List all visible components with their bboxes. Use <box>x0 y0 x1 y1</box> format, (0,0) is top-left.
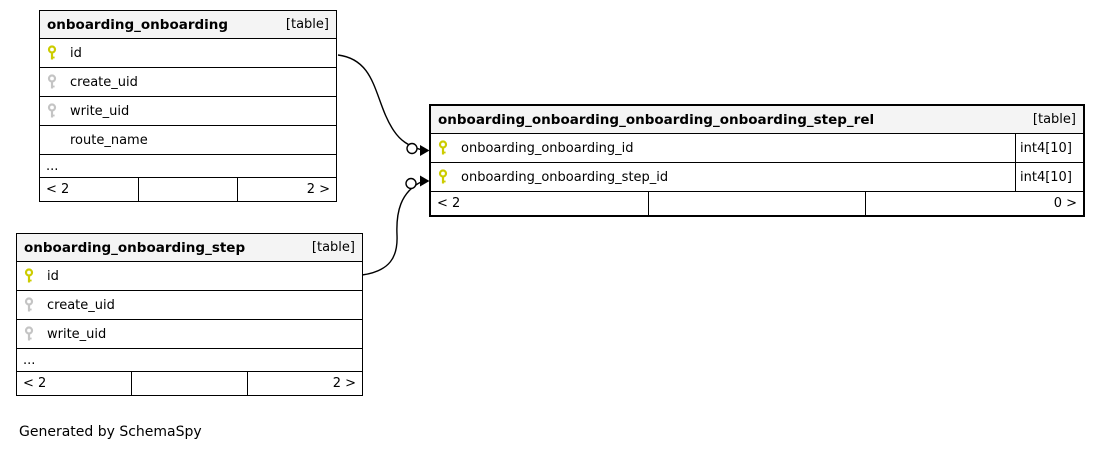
table-type-badge: [table] <box>285 17 329 32</box>
table-name[interactable]: onboarding_onboarding <box>47 16 229 33</box>
column-name: route_name <box>70 132 148 148</box>
related-count-left: < 2 <box>23 376 47 391</box>
column-row: create_uid <box>17 291 362 320</box>
footer-middle-cell <box>138 178 237 201</box>
table-node-onboarding-onboarding: onboarding_onboarding [table] id <box>39 10 337 202</box>
column-row: create_uid <box>40 68 336 97</box>
table-header[interactable]: onboarding_onboarding [table] <box>40 11 336 39</box>
column-name: onboarding_onboarding_step_id <box>461 169 669 185</box>
table-footer: < 2 2 > <box>40 178 336 201</box>
table-header[interactable]: onboarding_onboarding_onboarding_onboard… <box>431 106 1083 134</box>
column-row: id <box>40 39 336 68</box>
hidden-columns-ellipsis: ... <box>40 155 336 178</box>
primary-key-icon <box>24 268 35 284</box>
column-name: write_uid <box>70 103 130 119</box>
column-row: write_uid <box>17 320 362 349</box>
column-name: write_uid <box>47 326 107 342</box>
related-count-left: < 2 <box>437 196 461 211</box>
arrowhead-icon <box>420 145 430 156</box>
foreign-key-icon <box>24 326 35 342</box>
foreign-key-icon <box>47 74 58 90</box>
column-type: int4[10] <box>1015 163 1083 191</box>
column-name: onboarding_onboarding_id <box>461 140 634 156</box>
related-count-right: 2 > <box>246 372 362 395</box>
primary-key-icon <box>438 140 449 156</box>
table-name[interactable]: onboarding_onboarding_onboarding_onboard… <box>438 111 875 128</box>
footer-middle-cell <box>647 192 866 215</box>
relationship-connector-onboarding-id <box>337 54 430 156</box>
relationship-line <box>337 54 423 151</box>
column-name: id <box>70 45 82 61</box>
cardinality-circle-icon <box>405 177 417 190</box>
column-row: id <box>17 262 362 291</box>
relationship-connector-onboarding-step-id <box>361 175 430 276</box>
cardinality-circle-icon <box>406 142 418 155</box>
table-node-onboarding-onboarding-step: onboarding_onboarding_step [table] id <box>16 233 363 396</box>
footer-middle-cell <box>131 372 246 395</box>
related-count-right: 0 > <box>865 192 1083 215</box>
hidden-columns-ellipsis: ... <box>17 349 362 372</box>
column-row: write_uid <box>40 97 336 126</box>
column-type: int4[10] <box>1015 134 1083 162</box>
table-type-badge: [table] <box>311 240 355 255</box>
foreign-key-icon <box>47 103 58 119</box>
arrowhead-icon <box>420 175 430 187</box>
column-name: id <box>47 268 59 284</box>
primary-key-icon <box>47 45 58 61</box>
column-row: route_name <box>40 126 336 155</box>
table-footer: < 2 2 > <box>17 372 362 395</box>
relationship-line <box>361 180 423 276</box>
column-name: create_uid <box>47 297 115 313</box>
table-footer: < 2 0 > <box>431 192 1083 215</box>
primary-key-icon <box>438 169 449 185</box>
column-row: onboarding_onboarding_id int4[10] <box>431 134 1083 163</box>
related-count-left: < 2 <box>46 182 70 197</box>
column-name: create_uid <box>70 74 138 90</box>
table-type-badge: [table] <box>1032 112 1076 127</box>
foreign-key-icon <box>24 297 35 313</box>
generated-by-caption: Generated by SchemaSpy <box>19 424 202 440</box>
table-node-onboarding-onboarding-onboarding-onboarding-step-rel: onboarding_onboarding_onboarding_onboard… <box>429 104 1085 217</box>
table-name[interactable]: onboarding_onboarding_step <box>24 239 246 256</box>
related-count-right: 2 > <box>237 178 336 201</box>
table-header[interactable]: onboarding_onboarding_step [table] <box>17 234 362 262</box>
column-row: onboarding_onboarding_step_id int4[10] <box>431 163 1083 192</box>
